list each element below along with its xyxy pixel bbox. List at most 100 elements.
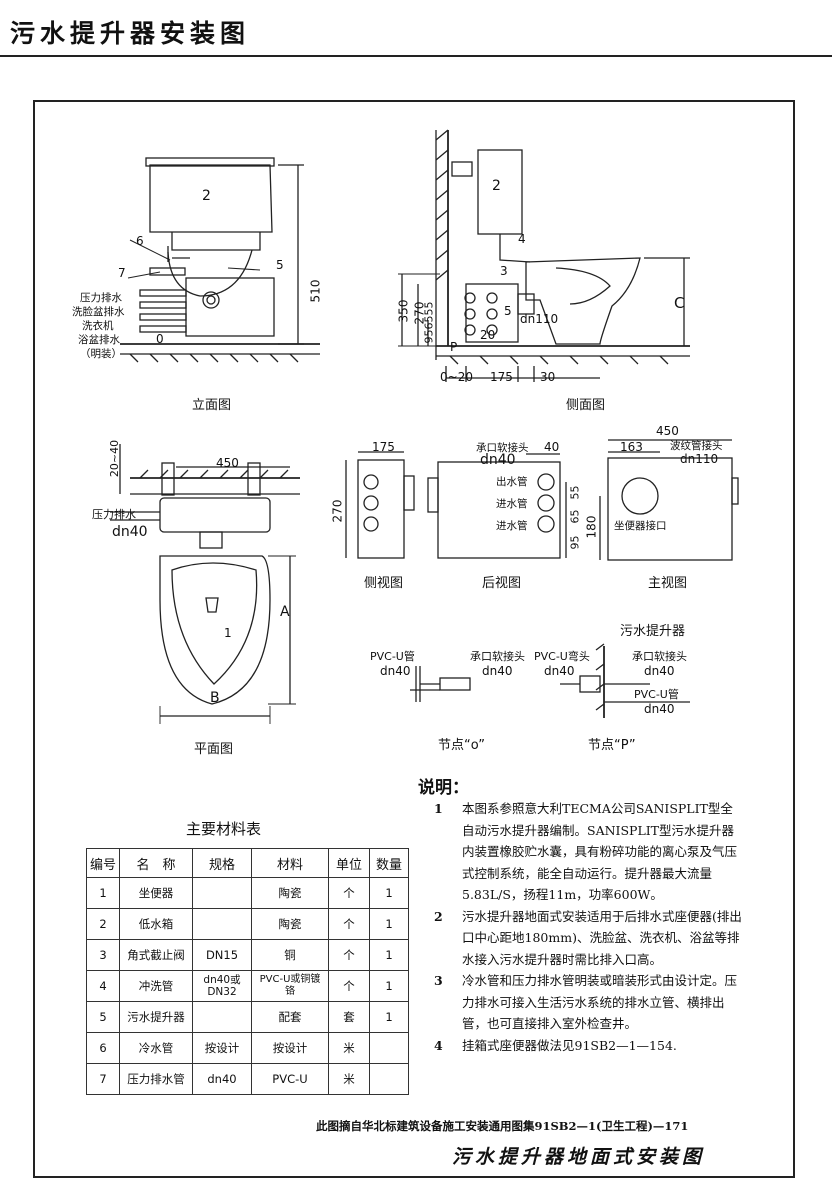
- bv-dim-40: 40: [544, 440, 560, 454]
- notes-title: 说明：: [418, 778, 469, 798]
- plan-pressure-drain: 压力排水: [92, 508, 136, 521]
- front-elevation-drawing: [120, 157, 320, 363]
- front-item-6: 6: [136, 234, 144, 248]
- front-item-7: 7: [118, 266, 126, 280]
- node-o-caption: 节点“o”: [438, 738, 485, 753]
- col-header: 数量: [369, 848, 409, 878]
- bv-dn40: dn40: [480, 452, 516, 468]
- material-table-title: 主要材料表: [186, 820, 262, 838]
- mv-dim-180: 180: [584, 515, 599, 539]
- title-rule: [0, 55, 832, 57]
- node-o-soft-joint: 承口软接头: [470, 650, 525, 663]
- front-label-exposed: （明装）: [80, 348, 122, 360]
- plan-dim-20-40: 20~40: [108, 439, 122, 478]
- table-cell: 陶瓷: [251, 908, 329, 940]
- node-p-soft-joint: 承口软接头: [632, 650, 687, 663]
- node-p-caption: 节点“P”: [588, 738, 636, 753]
- source-note: 此图摘自华北标建筑设备施工安装通用图集91SB2—1(卫生工程)—171: [316, 1119, 689, 1133]
- col-header: 单位: [328, 848, 370, 878]
- table-cell: 坐便器: [119, 877, 193, 909]
- node-p-pvc-elbow: PVC-U弯头: [534, 650, 590, 663]
- table-cell: 冲洗管: [119, 970, 193, 1002]
- table-cell: dn40: [192, 1063, 252, 1095]
- node-p-drawing: [560, 643, 690, 718]
- plan-item-1: 1: [224, 626, 232, 640]
- table-cell: 个: [328, 877, 370, 909]
- front-item-5: 5: [276, 258, 284, 272]
- plan-dn40: dn40: [112, 524, 148, 540]
- side-dim-30: 30: [540, 370, 556, 384]
- table-cell: [192, 877, 252, 909]
- node-o-drawing: [410, 666, 471, 702]
- table-cell: 低水箱: [119, 908, 193, 940]
- table-cell: 按设计: [192, 1032, 252, 1064]
- table-cell: dn40或DN32: [192, 970, 252, 1002]
- side-item-3: 3: [500, 264, 508, 278]
- note-text: 本图系参照意大利TECMA公司SANISPLIT型全自动污水提升器编制。SANI…: [462, 801, 738, 902]
- main-view-caption: 主视图: [648, 576, 688, 591]
- plan-view-caption: 平面图: [194, 742, 234, 757]
- note-number: 2: [434, 908, 443, 924]
- bv-dim-95: 95: [568, 535, 582, 550]
- mv-seat-interface: 坐便器接口: [614, 520, 667, 532]
- table-cell: [369, 1032, 409, 1064]
- table-cell: 按设计: [251, 1032, 329, 1064]
- page-title: 污水提升器安装图: [10, 19, 251, 48]
- side-view-small-caption: 侧视图: [364, 576, 404, 591]
- back-view-drawing: [427, 453, 567, 559]
- table-cell: 1: [86, 877, 120, 909]
- node-o-dn40-b: dn40: [482, 664, 513, 678]
- mv-corrugated-joint: 波纹管接头: [670, 440, 723, 452]
- front-dim-510: 510: [308, 279, 323, 303]
- bv-inlet-2: 进水管: [496, 520, 528, 532]
- note-number: 1: [434, 801, 443, 816]
- plan-view-drawing: [110, 444, 300, 724]
- side-dim-175: 175: [490, 370, 513, 384]
- table-cell: 个: [328, 970, 370, 1002]
- front-label-basin-drain: 洗脸盆排水: [72, 306, 125, 318]
- col-header: 规格: [192, 848, 252, 878]
- note-number: 4: [434, 1037, 443, 1053]
- node-p-pvc-pipe: PVC-U管: [634, 688, 679, 701]
- table-cell: [192, 1001, 252, 1033]
- note-number: 3: [434, 973, 443, 988]
- mv-dim-163: 163: [620, 440, 643, 454]
- col-header: 材料: [251, 848, 329, 878]
- note-item: 1 本图系参照意大利TECMA公司SANISPLIT型全自动污水提升器编制。SAN…: [434, 798, 744, 906]
- note-text: 冷水管和压力排水管明装或暗装形式由设计定。压力排水可接入生活污水系统的排水立管、…: [462, 973, 738, 1031]
- table-cell: 冷水管: [119, 1032, 193, 1064]
- side-dim-55: 55: [422, 301, 436, 316]
- table-cell: 1: [369, 877, 409, 909]
- notes-list: 1 本图系参照意大利TECMA公司SANISPLIT型全自动污水提升器编制。SAN…: [434, 798, 744, 1056]
- table-cell: 米: [328, 1063, 370, 1095]
- node-o-dn40-a: dn40: [380, 664, 411, 678]
- col-header: 名 称: [119, 848, 193, 878]
- front-item-0: 0: [156, 332, 164, 346]
- main-view-drawing: [599, 439, 739, 561]
- table-cell: 陶瓷: [251, 877, 329, 909]
- bv-dim-55: 55: [568, 485, 582, 500]
- table-cell: 6: [86, 1032, 120, 1064]
- table-cell: 7: [86, 1063, 120, 1095]
- node-p-dn40-d: dn40: [644, 664, 675, 678]
- side-dim-0-20: 0~20: [440, 370, 473, 384]
- side-item-5: 5: [504, 304, 512, 318]
- front-label-pressure-drain: 压力排水: [80, 292, 122, 304]
- note-item: 3 冷水管和压力排水管明装或暗装形式由设计定。压力排水可接入生活污水系统的排水立管…: [434, 970, 744, 1035]
- back-view-caption: 后视图: [482, 576, 522, 591]
- table-cell: [369, 1063, 409, 1095]
- table-cell: 污水提升器: [119, 1001, 193, 1033]
- table-cell: 压力排水管: [119, 1063, 193, 1095]
- table-cell: 1: [369, 908, 409, 940]
- table-cell: 3: [86, 939, 120, 971]
- table-cell: 米: [328, 1032, 370, 1064]
- plan-dim-b: B: [210, 690, 220, 706]
- drawing-frame: [33, 100, 795, 1178]
- side-dim-c: C: [674, 294, 685, 312]
- front-label-bath-drain: 浴盆排水: [78, 334, 120, 346]
- node-p-pump: 污水提升器: [620, 624, 686, 639]
- table-cell: 4: [86, 970, 120, 1002]
